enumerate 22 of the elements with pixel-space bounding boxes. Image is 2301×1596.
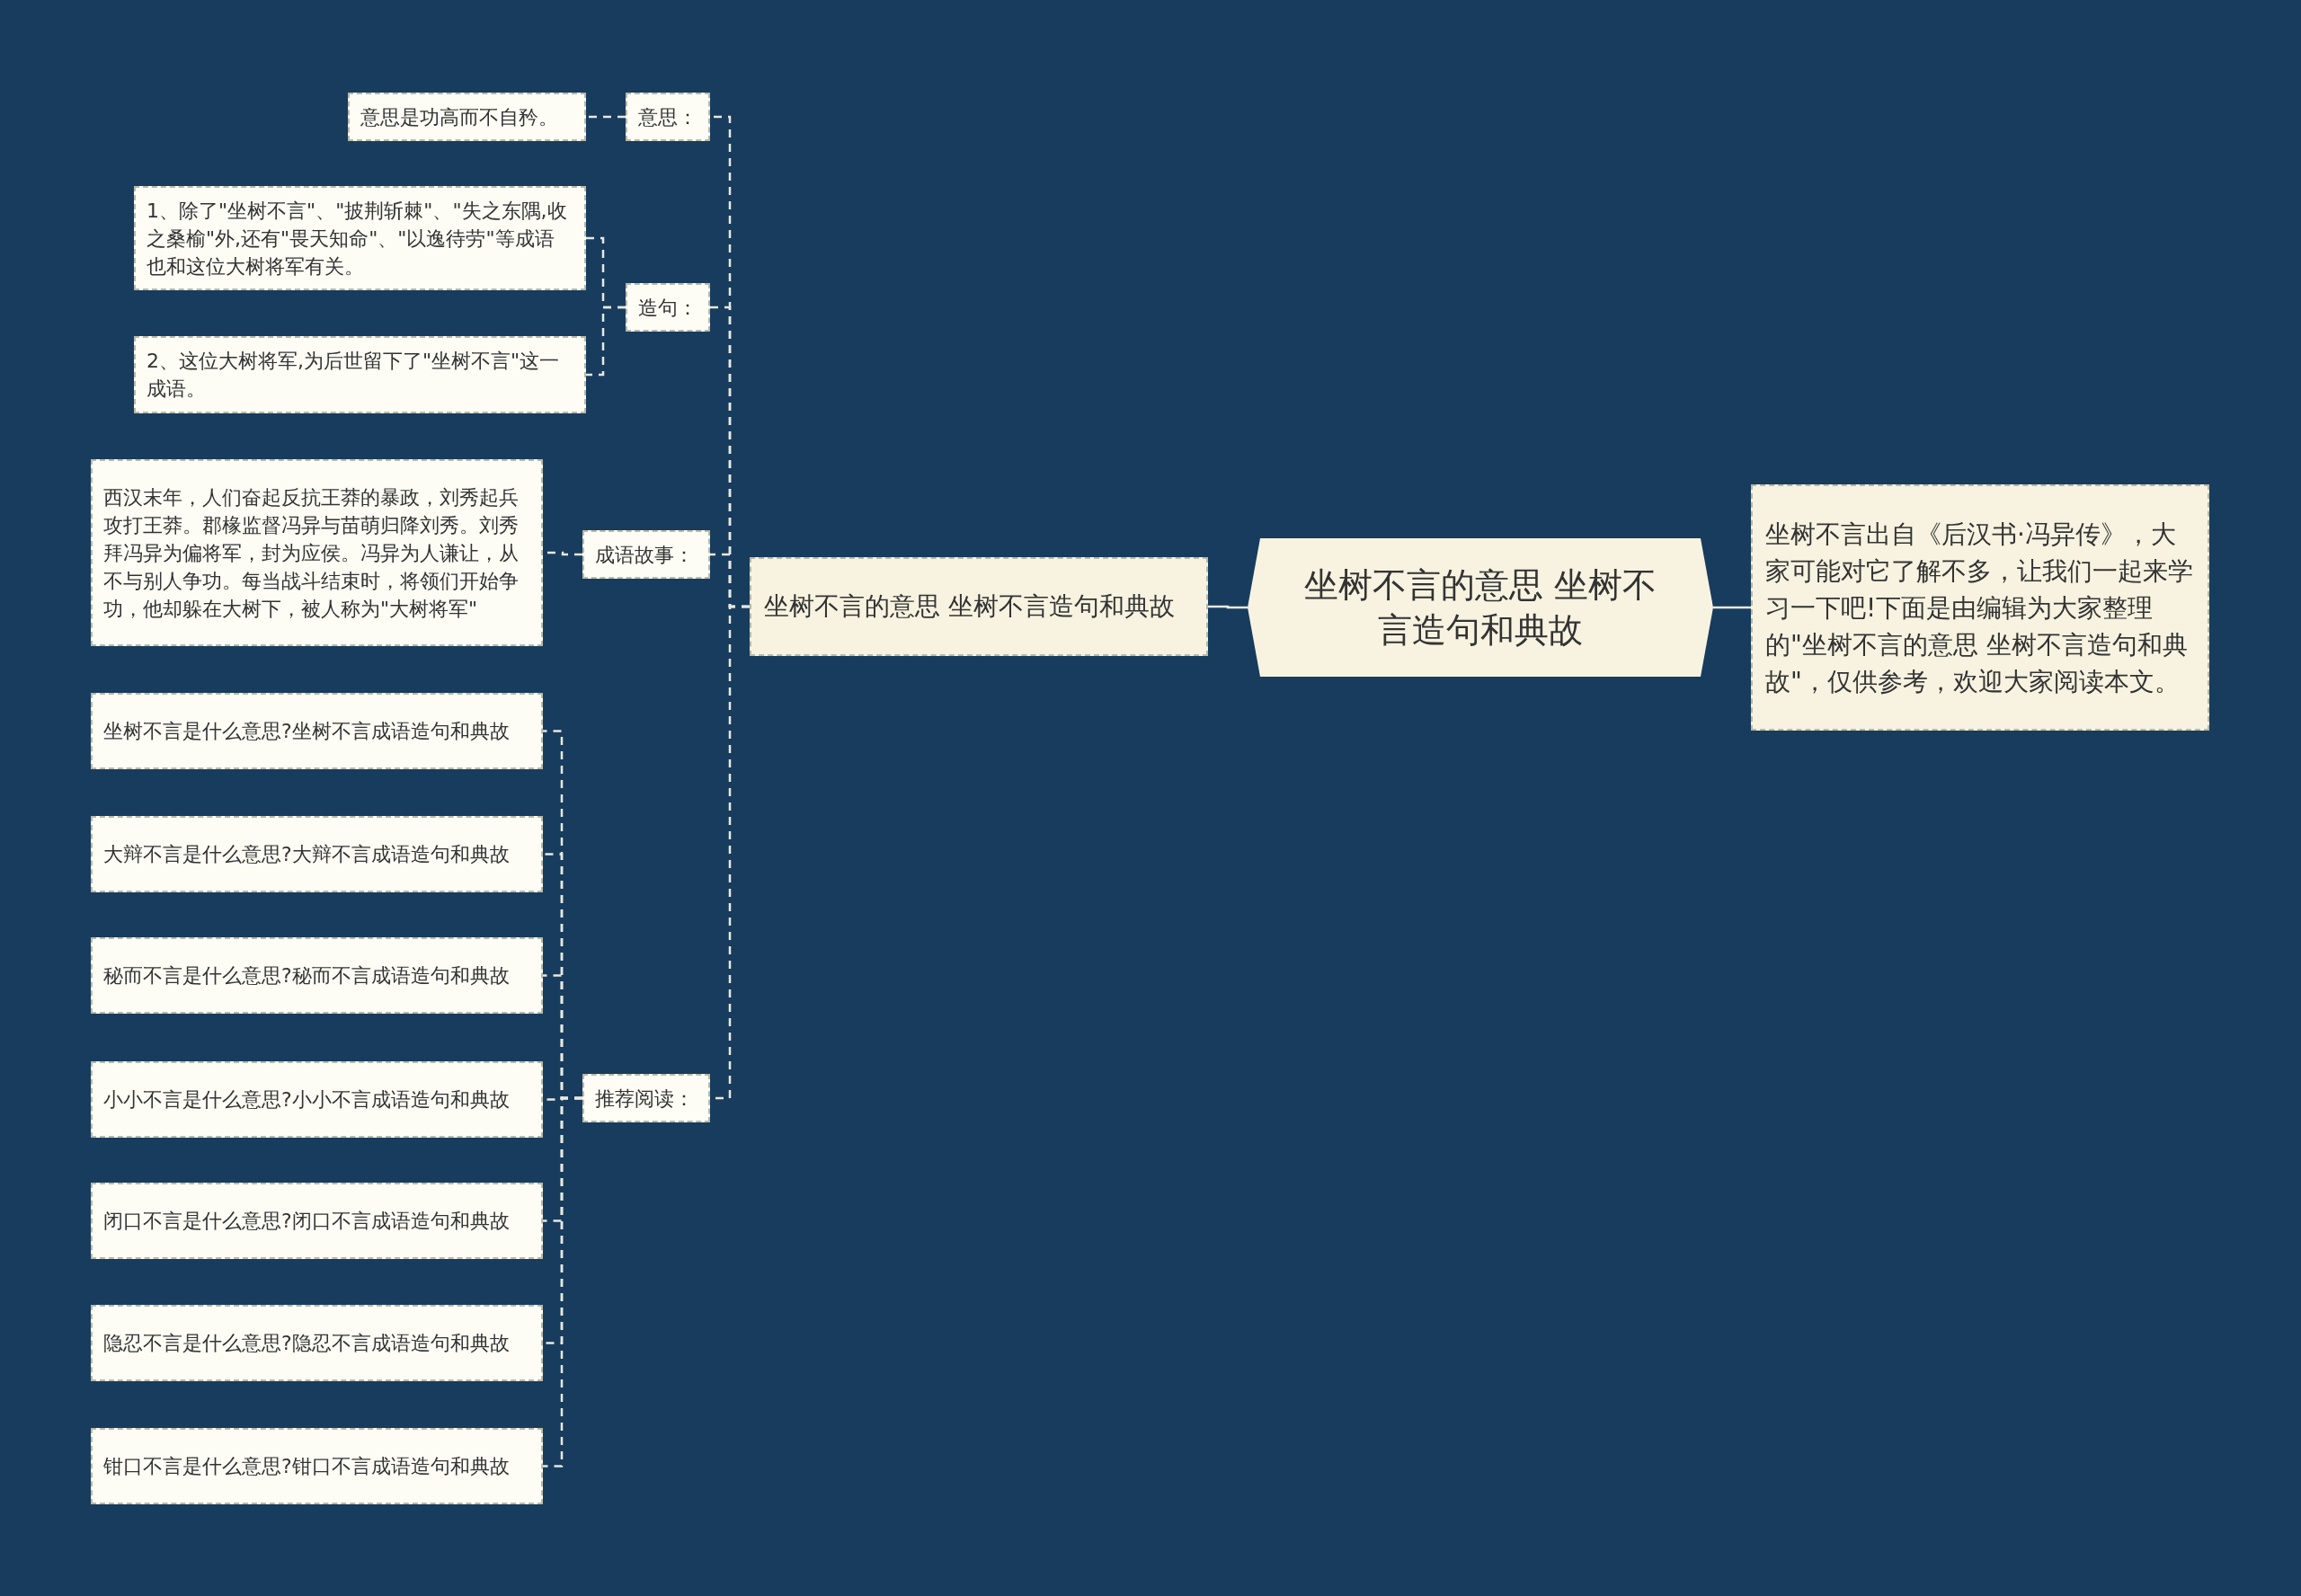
connector-line — [586, 115, 626, 119]
topic-box: 秘而不言是什么意思?秘而不言成语造句和典故 — [91, 937, 543, 1014]
topic-box: 闭口不言是什么意思?闭口不言成语造句和典故 — [91, 1183, 543, 1259]
topic-box: 坐树不言是什么意思?坐树不言成语造句和典故 — [91, 693, 543, 769]
connector-line — [1208, 605, 1248, 609]
topic-box: 隐忍不言是什么意思?隐忍不言成语造句和典故 — [91, 1305, 543, 1381]
topic-box: 小小不言是什么意思?小小不言成语造句和典故 — [91, 1061, 543, 1138]
topic-box: 成语故事： — [582, 530, 710, 579]
topic-box: 2、这位大树将军,为后世留下了"坐树不言"这一成语。 — [134, 336, 586, 413]
topic-box: 意思： — [626, 93, 710, 141]
topic-box: 1、除了"坐树不言"、"披荆斩棘"、"失之东隅,收之桑榆"外,还有"畏天知命"、"以逸待劳"等成语也和这位大树将军有关。 — [134, 186, 586, 290]
topic-box: 推荐阅读： — [582, 1074, 710, 1122]
topic-box: 意思是功高而不自矜。 — [348, 93, 586, 141]
branch-topic-box: 坐树不言的意思 坐树不言造句和典故 — [750, 557, 1208, 656]
description-box: 坐树不言出自《后汉书·冯异传》，大家可能对它了解不多，让我们一起来学习一下吧!下面是由编辑为大家整理的"坐树不言的意思 坐树不言造句和典故"，仅供参考，欢迎大家阅读本文。 — [1751, 484, 2209, 731]
connector-line — [1713, 606, 1751, 609]
topic-box: 造句： — [626, 283, 710, 332]
connector-line — [543, 1096, 582, 1467]
topic-box: 大辩不言是什么意思?大辩不言成语造句和典故 — [91, 816, 543, 892]
topic-box: 钳口不言是什么意思?钳口不言成语造句和典故 — [91, 1428, 543, 1504]
topic-box: 西汉末年，人们奋起反抗王莽的暴政，刘秀起兵攻打王莽。郡椽监督冯异与苗萌归降刘秀。刘秀拜冯异为偏将军，封为应侯。冯异为人谦让，从不与别人争功。每当战斗结束时，将领们开始争功，他却躲在大树下，被人称为"大树将军" — [91, 459, 543, 646]
connector-line — [586, 306, 626, 377]
